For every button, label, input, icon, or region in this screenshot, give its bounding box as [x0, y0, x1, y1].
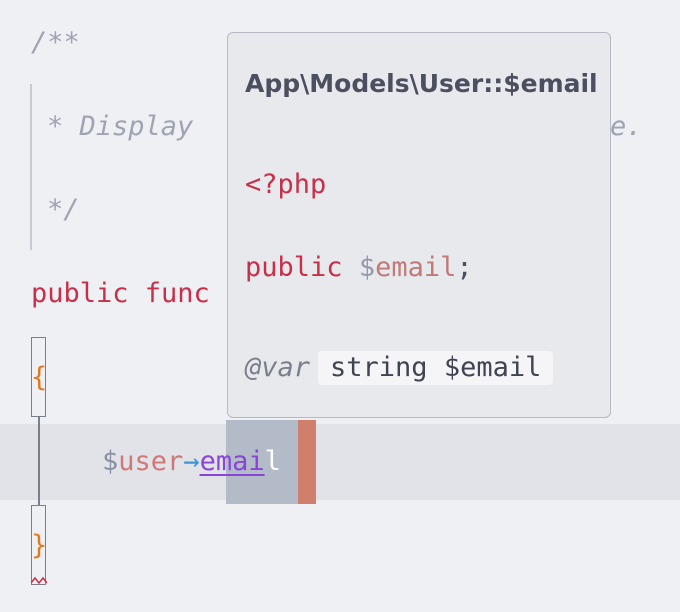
doc-comment-description: * Display [47, 111, 194, 142]
indent-guide [38, 417, 40, 505]
tooltip-php-open-tag: <?php [245, 169, 327, 200]
doc-comment-description-tail: e. [610, 111, 643, 142]
tooltip-semicolon: ; [456, 252, 473, 283]
tooltip-var-tag: @var [245, 352, 311, 383]
text-selection [226, 420, 298, 504]
doc-comment-open: /** [31, 27, 80, 58]
variable-name: user [118, 446, 184, 477]
bracket-match-close [31, 505, 46, 585]
open-brace: { [31, 362, 48, 393]
bracket-match-open [31, 337, 46, 417]
hover-tooltip: App\Models\User::$email <?php public $em… [227, 32, 611, 418]
tooltip-title: App\Models\User::$email [245, 69, 598, 98]
error-squiggle-icon [31, 576, 47, 584]
object-operator-arrow: → [183, 446, 200, 477]
variable-dollar: $ [102, 446, 119, 477]
doc-comment-guide [30, 84, 32, 250]
tooltip-public-keyword: public [245, 252, 343, 283]
text-cursor [298, 420, 316, 504]
property-access-line[interactable]: $user→email [102, 445, 281, 479]
cursor-character: l [264, 446, 281, 477]
tooltip-property-name: email [375, 252, 457, 283]
tooltip-var-type: string $email [318, 351, 554, 385]
doc-comment-close: */ [47, 194, 80, 225]
close-brace: } [31, 530, 48, 561]
tooltip-property-declaration: public $email; [245, 251, 473, 285]
property-name[interactable]: emai [199, 446, 265, 477]
current-line-highlight [0, 424, 680, 500]
tooltip-dollar: $ [358, 252, 376, 283]
function-declaration: public func [31, 278, 210, 309]
